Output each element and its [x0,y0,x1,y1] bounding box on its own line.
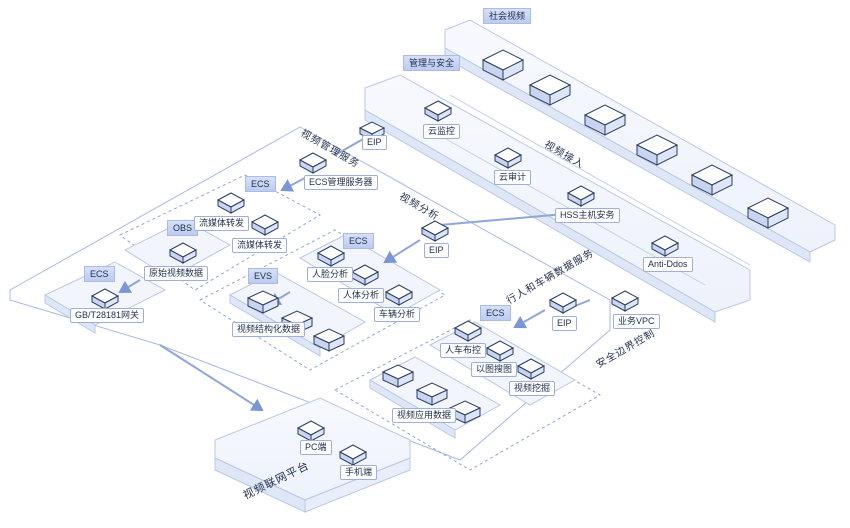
label-face-analysis: 人脸分析 [307,267,354,282]
label-vehicle-analysis: 车辆分析 [374,307,421,322]
label-person-vehicle-control: 人车布控 [440,343,487,358]
label-pc-client: PC端 [300,440,332,455]
label-eip-mid: EIP [424,243,449,258]
label-mobile-client: 手机端 [340,465,378,480]
camera-icon-6 [746,197,790,229]
structured-1-icon [246,290,280,314]
face-analysis-icon [316,245,346,267]
cloud-audit-icon [493,147,523,169]
flow-to-platform [159,344,264,412]
eip-low-icon [548,292,578,314]
cloud-monitor-icon [423,100,453,122]
video-mining-icon [516,358,546,380]
label-hss: HSS主机安务 [555,208,620,223]
stream-forward-1-icon [216,192,246,214]
raw-video-icon [168,242,198,264]
ecs-bottom-group [333,319,602,471]
hss-icon [566,185,596,207]
label-body-analysis: 人体分析 [338,288,385,303]
label-eip-low: EIP [552,316,577,331]
body-analysis-icon [350,264,380,286]
app-data-2-icon [415,382,449,406]
tag-ecs-left: ECS [84,266,115,282]
eip-mid-icon [420,220,450,242]
stream-forward-2-icon [250,214,280,236]
tag-mgmt-security: 管理与安全 [403,55,461,71]
camera-icon-2 [528,74,572,106]
label-business-vpc: 业务VPC [613,314,660,329]
app-data-1-icon [381,364,415,388]
tag-evs: EVS [248,268,279,284]
label-cloud-audit: 云审计 [494,170,532,185]
anti-ddos-icon [650,235,680,257]
label-image-search: 以图搜图 [471,362,518,377]
person-control-icon [453,320,483,342]
label-ecs-mgmt-server: ECS管理服务器 [304,175,378,190]
label-raw-video: 原始视频数据 [144,266,209,281]
camera-icon-4 [635,134,679,166]
tag-ecs-top: ECS [245,176,276,192]
camera-icon-5 [690,164,734,196]
label-stream-forward-1: 流媒体转发 [194,216,250,231]
pc-client-icon [296,420,326,442]
gateway-icon [90,288,120,310]
label-structured-video: 视频结构化数据 [232,322,306,337]
ecs-top-group [119,174,322,291]
tag-social-video: 社会视频 [483,8,532,24]
image-search-icon [485,340,515,362]
vehicle-analysis-icon [384,284,414,306]
label-video-app-data: 视频应用数据 [392,408,457,423]
flow-eip-to-control [513,309,546,329]
mobile-client-icon [338,444,368,466]
flow-eip-to-ecsmgmt [334,137,366,156]
flow-stream-to-gateway [118,279,141,294]
camera-icon-1 [481,49,525,81]
flow-ecsmgmt-to-stream [280,177,306,192]
tag-ecs-bottom: ECS [480,305,511,321]
ecs-mgmt-icon [298,152,328,174]
vpc-icon [610,290,640,312]
label-stream-forward-2: 流媒体转发 [232,238,288,253]
tag-ecs-mid: ECS [343,233,374,249]
label-cloud-monitor: 云监控 [423,124,461,139]
label-anti-ddos: Anti-Ddos [643,257,693,272]
camera-icon-3 [583,104,627,136]
label-gb-gateway: GB/T28181网关 [70,308,145,323]
label-eip-top: EIP [362,135,387,150]
label-video-mining: 视频挖掘 [509,381,556,396]
app-data-3-icon [448,400,482,424]
flow-eip-to-analysis [383,239,421,264]
structured-3-icon [312,328,346,352]
